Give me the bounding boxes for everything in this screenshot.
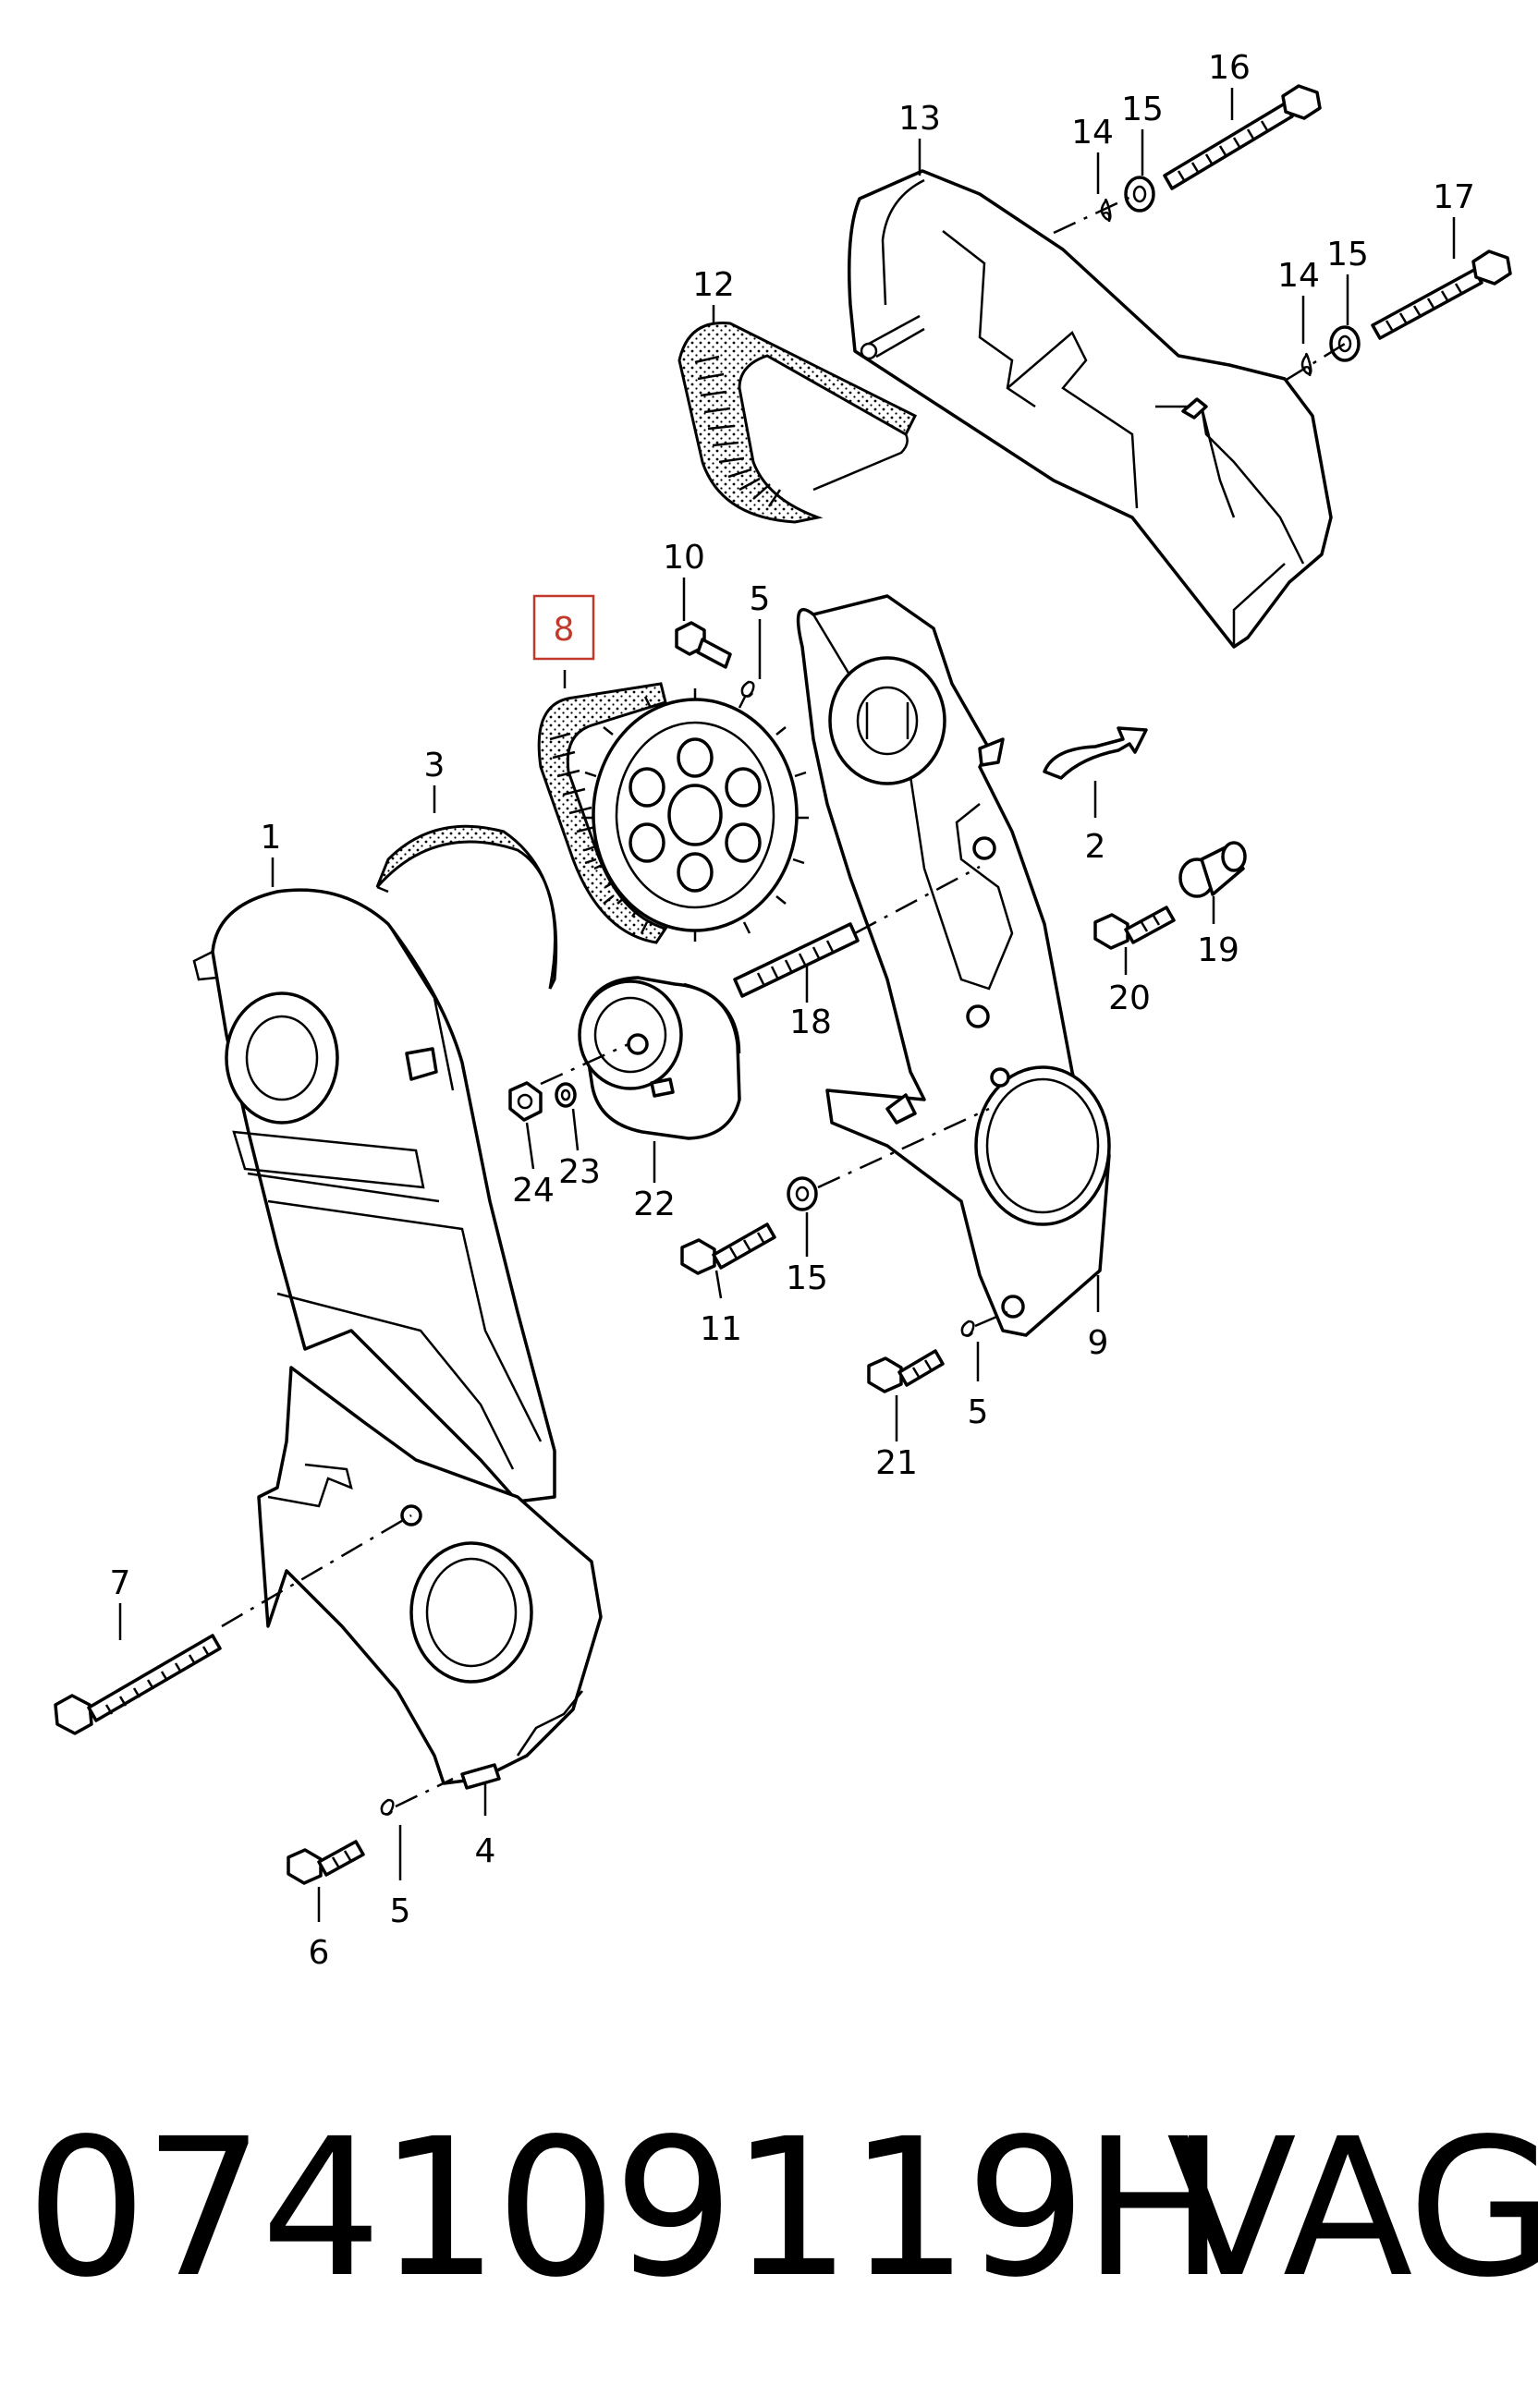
label-15-mid: 15 bbox=[1326, 236, 1369, 274]
circlip-14-mid bbox=[1300, 353, 1312, 377]
highlight-box bbox=[532, 594, 595, 661]
label-16: 16 bbox=[1208, 49, 1251, 87]
label-17: 17 bbox=[1433, 178, 1475, 216]
brand-name: VAG bbox=[1166, 2098, 1538, 2319]
toothed-belt-upper bbox=[677, 322, 918, 524]
label-5-mid: 5 bbox=[968, 1393, 989, 1431]
rear-cover-plate bbox=[796, 594, 1111, 1337]
tensioner-pulley bbox=[578, 976, 741, 1140]
washer-15-low bbox=[787, 1176, 818, 1211]
label-5-top: 5 bbox=[750, 580, 771, 618]
label-8: 8 bbox=[554, 611, 575, 649]
belt-guard-segment bbox=[375, 824, 558, 990]
washer-15-top bbox=[1124, 176, 1155, 213]
washer-15-mid bbox=[1329, 325, 1361, 362]
lower-cover bbox=[257, 1366, 603, 1790]
label-19: 19 bbox=[1197, 931, 1239, 969]
label-1: 1 bbox=[261, 819, 282, 857]
bolt-16 bbox=[1163, 84, 1322, 190]
label-14-top: 14 bbox=[1071, 114, 1114, 152]
part-labels: 1 2 3 4 5 5 5 6 7 8 9 10 11 12 13 14 14 … bbox=[110, 49, 1475, 1972]
bolt-7 bbox=[54, 1634, 222, 1735]
upper-rear-cover bbox=[848, 169, 1333, 649]
label-20: 20 bbox=[1108, 979, 1151, 1017]
label-15-top: 15 bbox=[1121, 91, 1164, 128]
label-18: 18 bbox=[789, 1003, 832, 1041]
stud-18 bbox=[733, 922, 860, 998]
bolt-10 bbox=[675, 621, 732, 669]
label-22: 22 bbox=[633, 1186, 676, 1223]
bolt-17 bbox=[1371, 249, 1512, 340]
caption: 074109119H VAG bbox=[0, 2070, 1538, 2347]
label-3: 3 bbox=[424, 747, 446, 784]
washer-23 bbox=[555, 1082, 577, 1108]
label-24: 24 bbox=[512, 1172, 555, 1210]
front-cover bbox=[192, 888, 556, 1503]
label-4: 4 bbox=[475, 1832, 496, 1870]
label-14-mid: 14 bbox=[1277, 257, 1320, 295]
label-12: 12 bbox=[692, 266, 735, 304]
nut-24 bbox=[508, 1081, 543, 1122]
sleeve-19 bbox=[1178, 841, 1247, 898]
label-13: 13 bbox=[898, 100, 941, 138]
bolt-20 bbox=[1093, 906, 1176, 950]
circlip-5-top bbox=[740, 680, 755, 698]
label-2: 2 bbox=[1085, 828, 1106, 866]
circlip-5-low bbox=[380, 1798, 395, 1816]
label-21: 21 bbox=[875, 1444, 918, 1482]
label-23: 23 bbox=[558, 1153, 601, 1191]
label-5-low: 5 bbox=[390, 1892, 411, 1930]
label-11: 11 bbox=[700, 1310, 742, 1348]
circlip-5-mid bbox=[960, 1320, 975, 1337]
camshaft-sprocket bbox=[581, 688, 809, 942]
label-6: 6 bbox=[309, 1934, 330, 1972]
bolt-6 bbox=[287, 1840, 365, 1885]
label-15-low: 15 bbox=[786, 1259, 828, 1297]
label-9: 9 bbox=[1088, 1324, 1109, 1362]
label-10: 10 bbox=[663, 539, 705, 577]
leader-lines bbox=[118, 88, 1456, 1922]
bolt-11 bbox=[680, 1222, 776, 1275]
label-7: 7 bbox=[110, 1564, 131, 1602]
bolt-21 bbox=[867, 1349, 945, 1393]
part-number: 074109119H bbox=[26, 2098, 1226, 2319]
clip-2 bbox=[1043, 726, 1148, 780]
